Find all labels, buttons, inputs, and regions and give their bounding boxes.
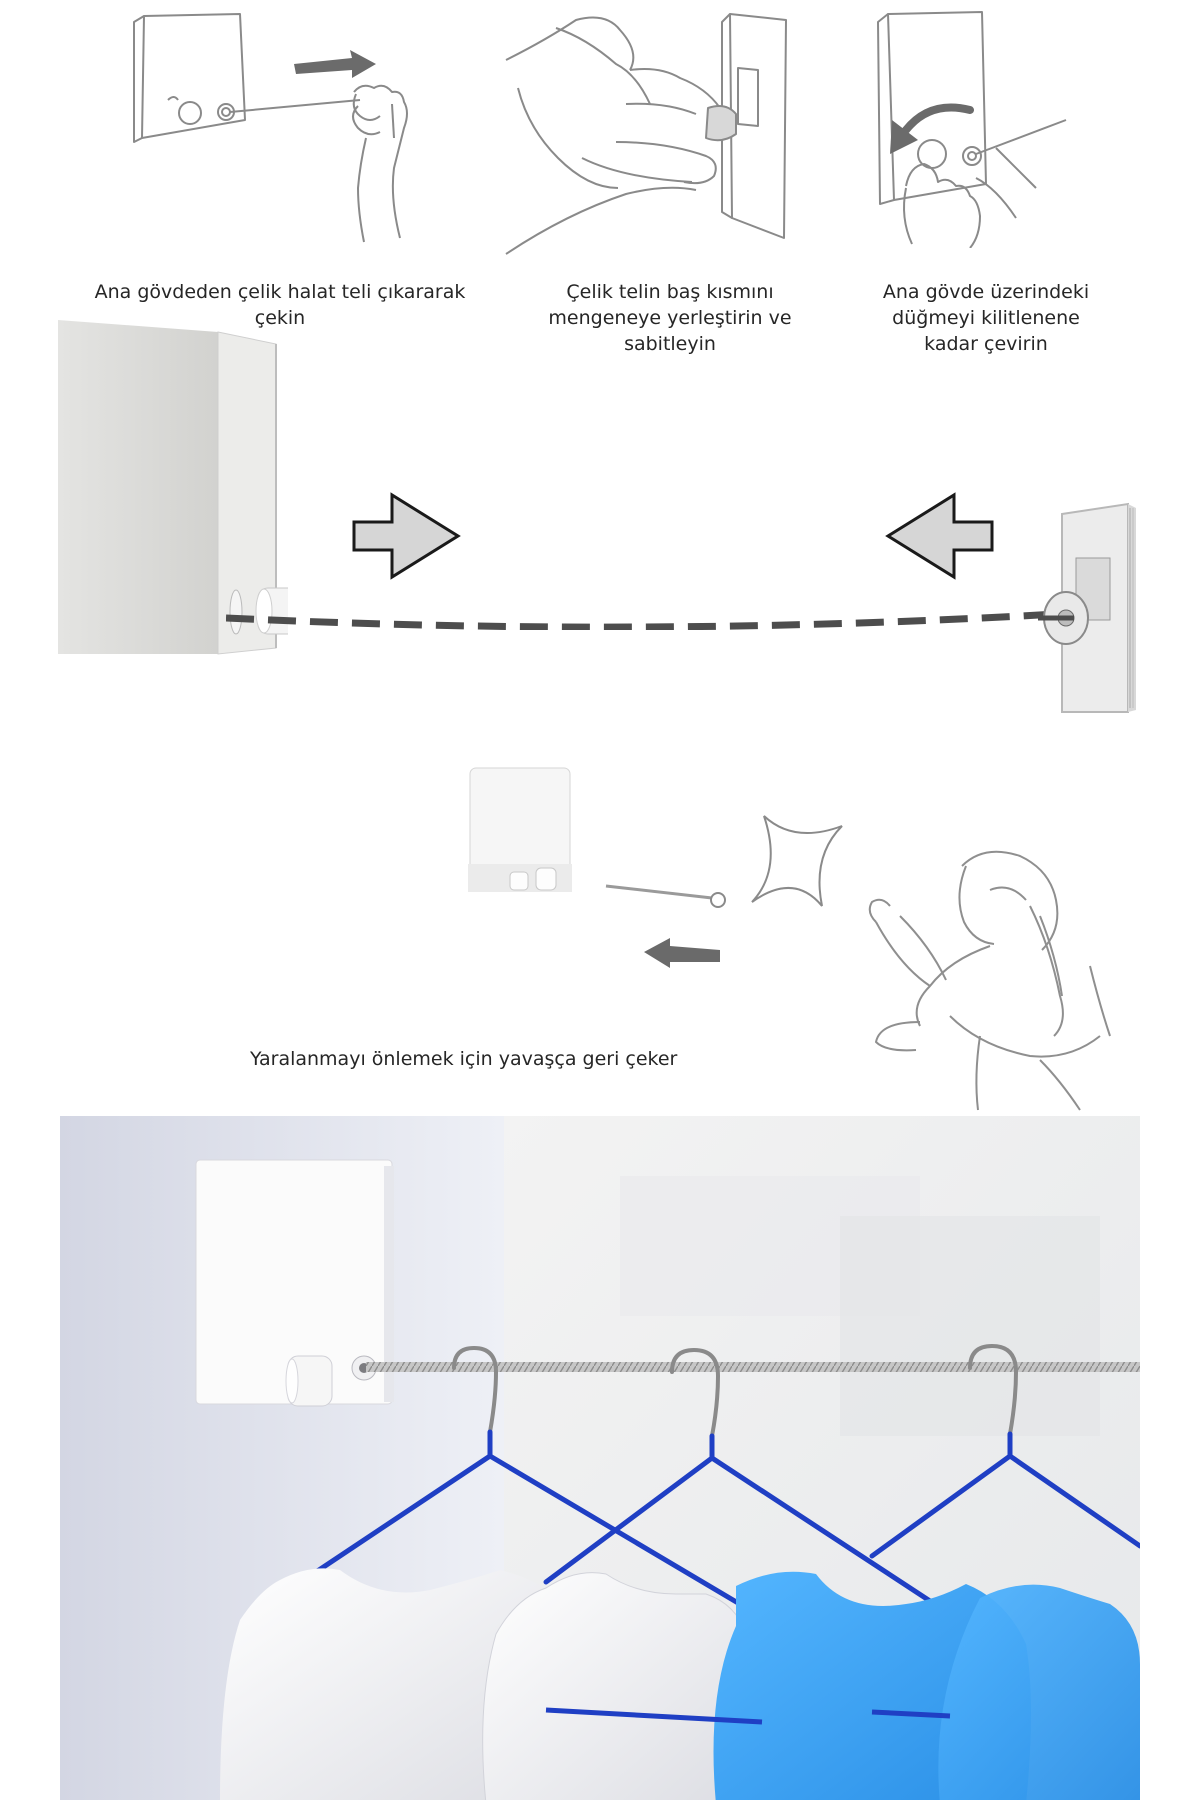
white-shirt-2 xyxy=(482,1572,752,1800)
hanger-3 xyxy=(869,1343,1140,1559)
pull-arrow-icon xyxy=(294,50,376,78)
hanger-2 xyxy=(543,1347,965,1625)
step-1-caption: Ana gövdeden çelik halat teli çıkararak … xyxy=(94,281,466,329)
hanger-1 xyxy=(301,1345,763,1619)
wall-mount-illustration xyxy=(1038,500,1138,716)
push-arrow-left-icon xyxy=(884,492,994,580)
left-arrow-icon xyxy=(642,936,722,972)
product-photo xyxy=(60,1116,1140,1800)
retract-caption: Yaralanmayı önlemek için yavaşça geri çe… xyxy=(250,1048,678,1070)
rotate-arrow-icon xyxy=(890,103,974,154)
sparkle-icon xyxy=(746,812,856,912)
retracting-pin xyxy=(604,874,734,914)
retract-box-illustration xyxy=(466,764,578,896)
dashed-wire xyxy=(226,590,1066,630)
step-2-caption: Çelik telin baş kısmını mengeneye yerleş… xyxy=(548,281,792,355)
person-illustration xyxy=(790,846,1120,1116)
push-arrow-right-icon xyxy=(352,492,462,580)
step-3-illustration xyxy=(866,8,1086,248)
blue-shirt-2 xyxy=(938,1584,1140,1800)
step-1-illustration xyxy=(130,8,450,248)
step-3-caption: Ana gövde üzerindeki düğmeyi kilitlenene… xyxy=(882,281,1090,355)
step-2-illustration xyxy=(496,8,796,256)
wall-box-illustration xyxy=(58,318,288,658)
clothesline-dispenser xyxy=(195,1159,394,1407)
